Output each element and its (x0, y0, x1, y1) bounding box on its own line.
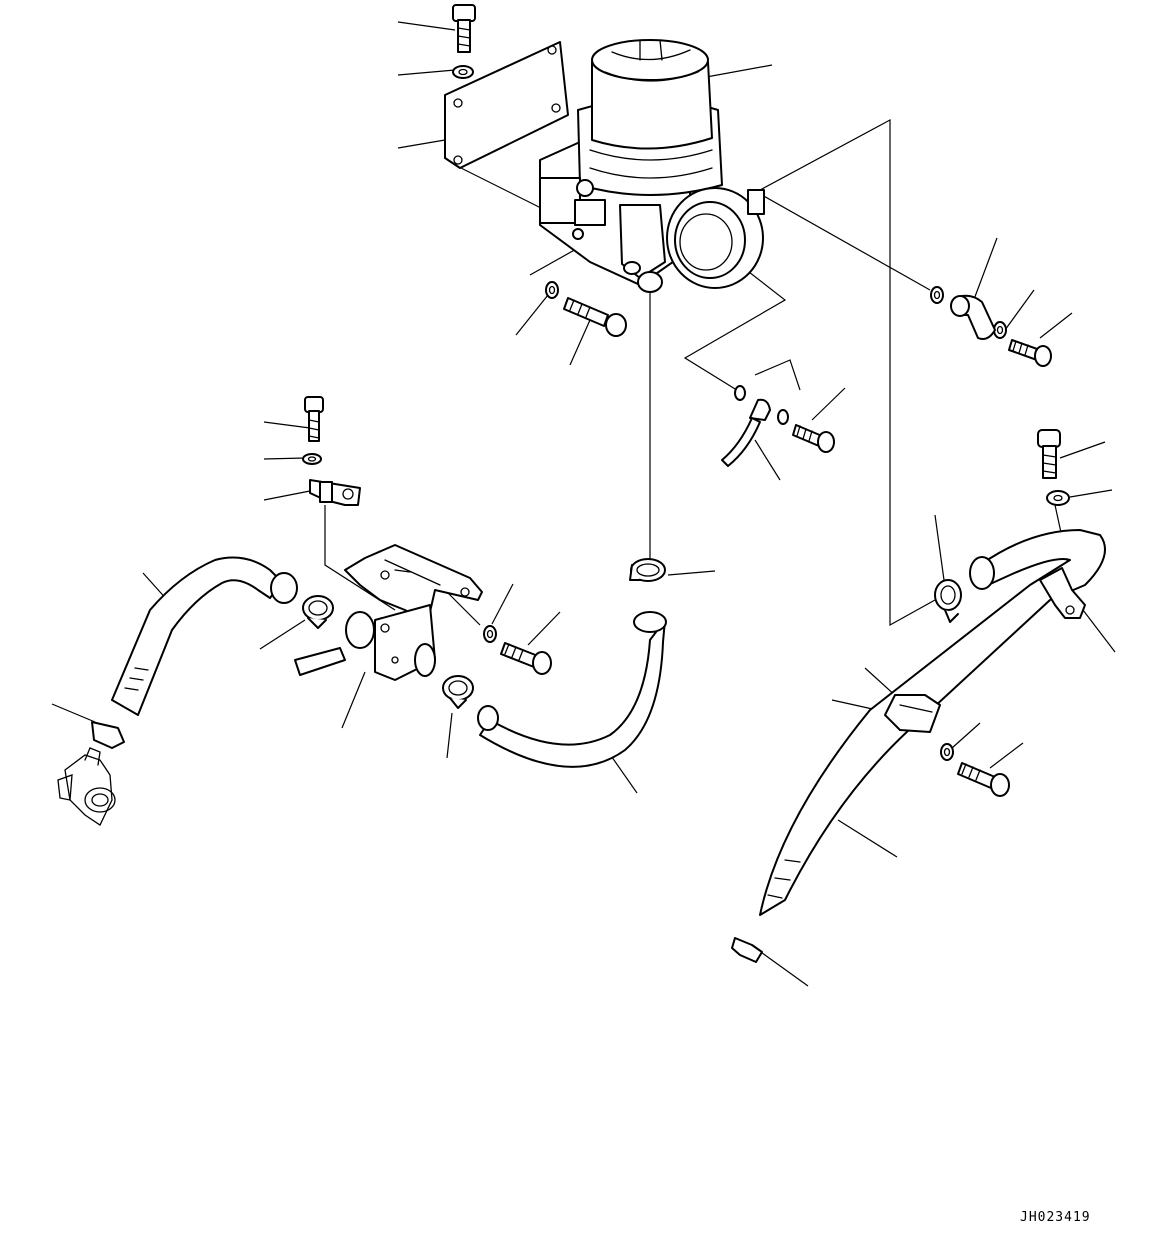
banjo-bolt-mid (792, 424, 835, 453)
small-washer (302, 453, 322, 465)
intake-pipe-right (759, 529, 1106, 916)
small-bolt (304, 396, 324, 442)
breather-tube (721, 398, 771, 467)
vacuum-switch (294, 544, 483, 681)
mount-washer (545, 281, 559, 299)
banjo-bolt (1008, 339, 1052, 367)
valve-assembly (57, 747, 116, 826)
sensor (309, 479, 361, 506)
mount-washer-mid (483, 625, 954, 761)
mount-bolt (563, 297, 627, 337)
air-cleaner-assembly (539, 39, 765, 293)
bracket-bolt (452, 4, 476, 53)
bracket-washer (452, 65, 474, 79)
mounting-bracket (444, 41, 569, 169)
fitting-washer (930, 286, 1007, 339)
mount-bolt-mid (500, 642, 1010, 797)
air-hose-left (111, 556, 298, 716)
connector (91, 721, 763, 963)
pipe-clamp (1039, 567, 1086, 619)
fitting-washer-mid (734, 385, 789, 425)
hose-clamp (302, 558, 962, 709)
drawing-id-label: JH023419 (1020, 1210, 1091, 1225)
band-clip (884, 694, 941, 733)
elbow-fitting (950, 294, 996, 340)
pipe-bolt (1037, 429, 1070, 506)
intake-hose-center (477, 611, 667, 768)
